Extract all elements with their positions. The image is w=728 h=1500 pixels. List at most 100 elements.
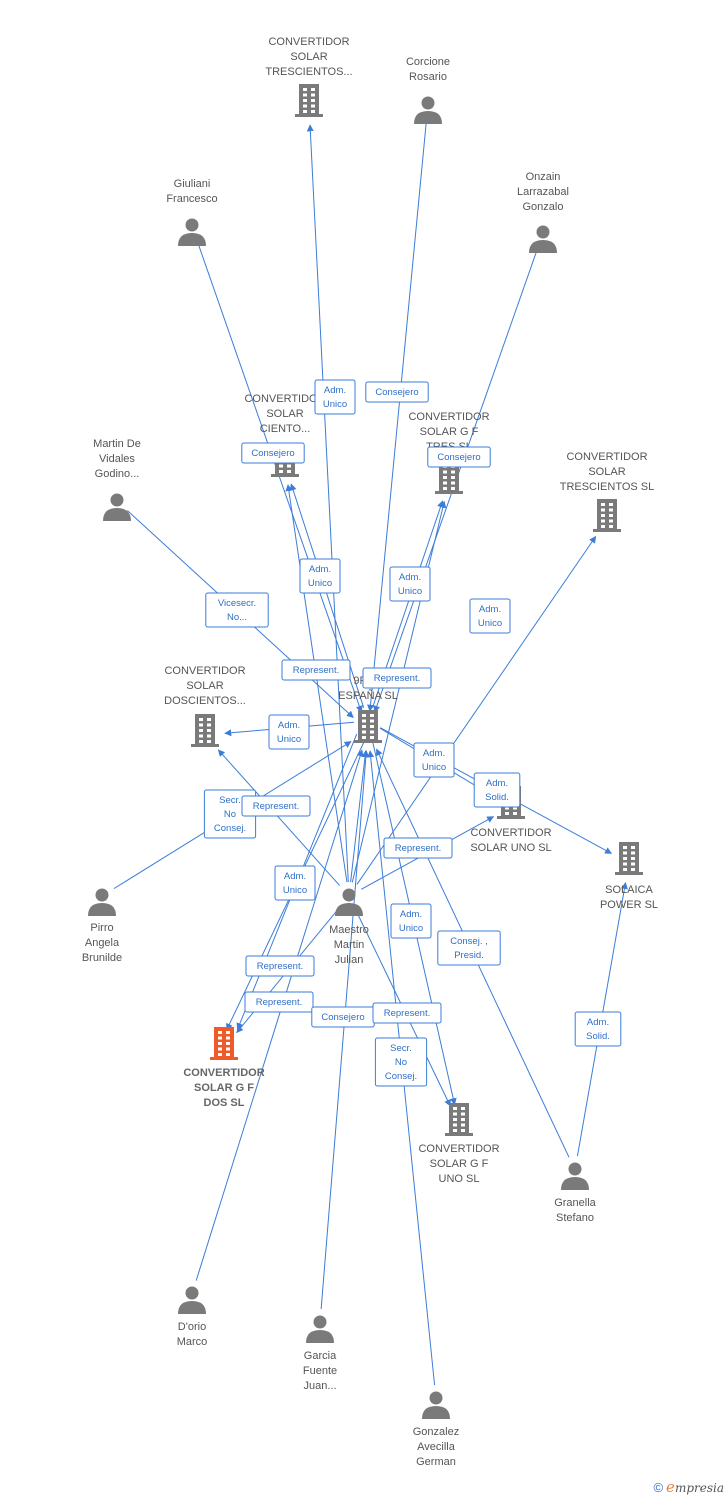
edge-label-box bbox=[268, 714, 310, 750]
edge-label-text: Unico bbox=[399, 923, 423, 934]
edge-label-box bbox=[245, 955, 315, 977]
edge-label-text: Adm. bbox=[284, 871, 306, 882]
edge-label[interactable]: Consejero bbox=[365, 381, 429, 403]
edge-label-text: Unico bbox=[478, 618, 502, 629]
person-icon bbox=[306, 1315, 334, 1343]
edge-maestro-cciento bbox=[285, 484, 348, 883]
edge-label[interactable]: Represent. bbox=[362, 667, 432, 689]
edge-label-box bbox=[437, 930, 501, 966]
edge-label[interactable]: Represent. bbox=[383, 837, 453, 859]
edge-label[interactable]: Consej. ,Presid. bbox=[437, 930, 501, 966]
node-label-line: Corcione bbox=[406, 56, 450, 68]
edge-label-text: Represent. bbox=[256, 997, 302, 1008]
node-label-line: Larrazabal bbox=[517, 186, 569, 198]
node-label-line: SOLAR bbox=[588, 466, 625, 478]
edge-label-box bbox=[574, 1011, 622, 1047]
node-label-line: DOS SL bbox=[204, 1097, 245, 1109]
edge-label[interactable]: Adm.Unico bbox=[469, 598, 511, 634]
building-icon bbox=[210, 1027, 238, 1060]
edge-label-text: Consejero bbox=[375, 387, 418, 398]
edge-label-text: Represent. bbox=[253, 801, 299, 812]
edge-label-text: Solid. bbox=[586, 1031, 610, 1042]
edge-label-box bbox=[205, 592, 269, 628]
edge-dorio-nineren bbox=[195, 749, 364, 1281]
edge-label-text: Adm. bbox=[423, 748, 445, 759]
edge-label[interactable]: Represent. bbox=[281, 659, 351, 681]
node-label-line: Martin bbox=[334, 939, 365, 951]
edge-label[interactable]: Consejero bbox=[427, 446, 491, 468]
building-icon bbox=[435, 461, 463, 494]
node-label-line: Maestro bbox=[329, 924, 369, 936]
edge-corcione-nineren bbox=[367, 117, 428, 712]
edge-nineren-cciento bbox=[289, 483, 365, 708]
edge-garcia-nineren bbox=[320, 750, 370, 1310]
edge-label[interactable]: Adm.Unico bbox=[274, 865, 316, 901]
node-label-line: Granella bbox=[554, 1197, 596, 1209]
node-label-line: Vidales bbox=[99, 453, 135, 465]
node-label-line: Giuliani bbox=[174, 178, 211, 190]
node-label-line: Martin De bbox=[93, 438, 141, 450]
edge-label-text: Consejero bbox=[251, 448, 294, 459]
node-label-line: SOLAR G F bbox=[194, 1082, 254, 1094]
edge-label-text: Adm. bbox=[399, 572, 421, 583]
node-label-line: SOLAR bbox=[186, 680, 223, 692]
node-label-line: CONVERTIDOR bbox=[408, 411, 489, 423]
node-cdosc[interactable]: CONVERTIDORSOLARDOSCIENTOS... bbox=[164, 665, 246, 747]
edge-label-box bbox=[365, 381, 429, 403]
edge-label-box bbox=[274, 865, 316, 901]
edge-label[interactable]: Adm.Unico bbox=[390, 903, 432, 939]
edge-label[interactable]: Adm.Unico bbox=[389, 566, 431, 602]
edge-label-box bbox=[241, 795, 311, 817]
node-label-line: Brunilde bbox=[82, 952, 122, 964]
edge-label[interactable]: Represent. bbox=[241, 795, 311, 817]
node-cciento[interactable]: CONVERTIDORSOLARCIENTO... bbox=[244, 393, 326, 477]
edge-label-text: Vicesecr. bbox=[218, 598, 256, 609]
edge-label[interactable]: Represent. bbox=[244, 991, 314, 1013]
node-garcia[interactable]: GarciaFuenteJuan... bbox=[303, 1315, 337, 1393]
edge-label-box bbox=[299, 558, 341, 594]
copyright-symbol: © bbox=[653, 1480, 664, 1495]
brand-initial: e bbox=[666, 1478, 675, 1496]
edge-maestro-cst1 bbox=[306, 124, 349, 883]
edge-label-box bbox=[390, 903, 432, 939]
edge-label[interactable]: Vicesecr.No... bbox=[205, 592, 269, 628]
edge-label[interactable]: Consejero bbox=[311, 1006, 375, 1028]
edge-label[interactable]: Adm.Unico bbox=[299, 558, 341, 594]
edge-label-text: Secr. bbox=[219, 795, 241, 806]
footer-brand[interactable]: ©empresia bbox=[653, 1478, 724, 1496]
node-label-line: Marco bbox=[177, 1336, 208, 1348]
edge-label[interactable]: Adm.Solid. bbox=[473, 772, 521, 808]
edge-label[interactable]: Represent. bbox=[245, 955, 315, 977]
edge-label[interactable]: Adm.Solid. bbox=[574, 1011, 622, 1047]
edge-label-text: Adm. bbox=[486, 778, 508, 789]
edge-label-text: Unico bbox=[323, 399, 347, 410]
edge-label-text: No bbox=[224, 809, 236, 820]
node-cst1[interactable]: CONVERTIDORSOLARTRESCIENTOS... bbox=[265, 36, 353, 117]
node-label-line: SOLAICA bbox=[605, 884, 653, 896]
edge-label[interactable]: Adm.Unico bbox=[413, 742, 455, 778]
edge-label[interactable]: Adm.Unico bbox=[314, 379, 356, 415]
node-label-line: CONVERTIDOR bbox=[566, 451, 647, 463]
edge-label-box bbox=[244, 991, 314, 1013]
edge-label[interactable]: Consejero bbox=[241, 442, 305, 464]
person-icon bbox=[414, 96, 442, 124]
node-martindv[interactable]: Martin DeVidalesGodino... bbox=[93, 438, 141, 521]
edge-label[interactable]: Adm.Unico bbox=[268, 714, 310, 750]
edge-label-text: Secr. bbox=[390, 1043, 412, 1054]
edge-label[interactable]: Represent. bbox=[372, 1002, 442, 1024]
